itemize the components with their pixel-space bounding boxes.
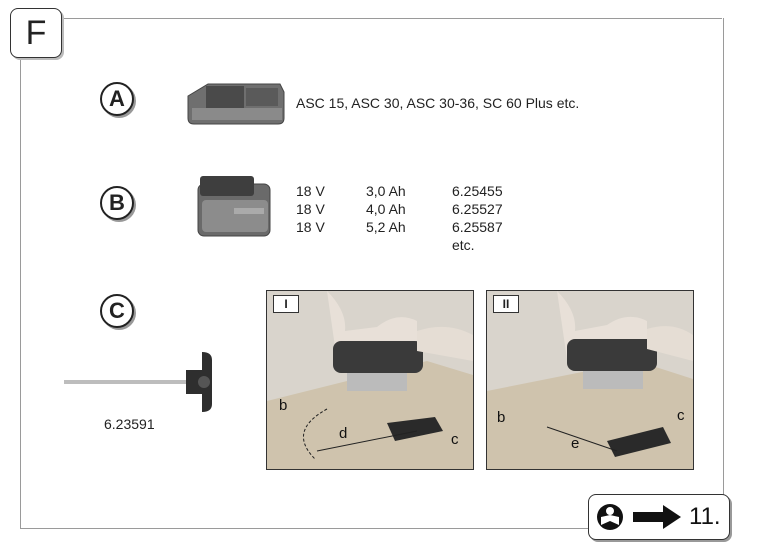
- page-frame-top: [60, 18, 722, 19]
- page-reference[interactable]: 11.: [588, 494, 730, 540]
- section-tab: F: [10, 8, 62, 58]
- label-c: c: [451, 431, 459, 448]
- label-b: b: [497, 409, 506, 426]
- label-d: d: [339, 425, 348, 442]
- label-e: e: [571, 435, 580, 452]
- illustration-panel-i: I b d c: [266, 290, 474, 470]
- section-a-marker: A: [100, 82, 134, 116]
- section-b-marker: B: [100, 186, 134, 220]
- arrow-right-icon: [633, 505, 681, 529]
- charger-image: [187, 83, 285, 125]
- illustration-panel-ii: II b e c: [486, 290, 694, 470]
- label-c: c: [677, 407, 685, 424]
- label-b: b: [279, 397, 288, 414]
- section-c-marker: C: [100, 294, 134, 328]
- battery-image: [197, 176, 271, 237]
- battery-etc: etc.: [452, 237, 475, 253]
- panel-ii-tab: II: [493, 295, 519, 313]
- parallel-guide-image: [64, 352, 212, 412]
- charger-list: ASC 15, ASC 30, ASC 30-36, SC 60 Plus et…: [296, 95, 580, 111]
- page-reference-number: 11.: [689, 503, 721, 530]
- guide-order-number: 6.23591: [104, 416, 155, 432]
- panel-i-tab: I: [273, 295, 299, 313]
- page-frame: [20, 18, 724, 529]
- read-manual-icon: [597, 504, 623, 530]
